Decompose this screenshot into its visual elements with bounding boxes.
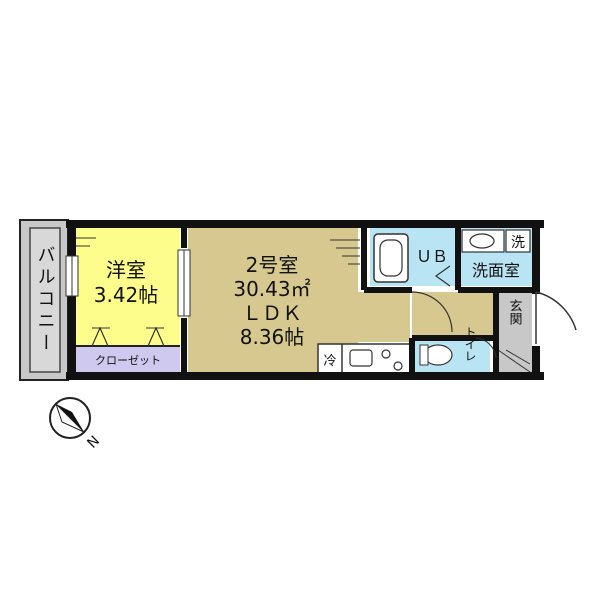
balcony-label: バルコニー [35,245,56,355]
ldk-annex [358,292,410,342]
entrance [496,292,532,372]
washroom-label: 洗面室 [472,261,520,280]
laundry-box [505,229,531,253]
western-room-size: 3.42帖 [94,283,159,307]
western-room-name: 洋室 [106,258,146,282]
fridge-label: 冷 [323,354,336,369]
compass: N [49,397,103,452]
closet [76,346,180,372]
compass-north-label: N [84,433,103,452]
laundry-label: 洗 [511,235,525,251]
closet-label: クローゼット [95,354,161,367]
western-room [76,228,180,346]
ldk-unit: 2号室 [246,253,299,277]
ldk-area: 30.43㎡ [233,277,310,301]
toilet-label: トイレ [463,326,477,362]
entrance-label: 玄関 [507,299,523,326]
entrance-door [535,291,577,344]
ldk-size: 8.36帖 [240,325,305,349]
ldk-type: ＬＤＫ [242,301,302,325]
ub-label: ＵＢ [416,247,448,266]
hallway [412,292,496,338]
